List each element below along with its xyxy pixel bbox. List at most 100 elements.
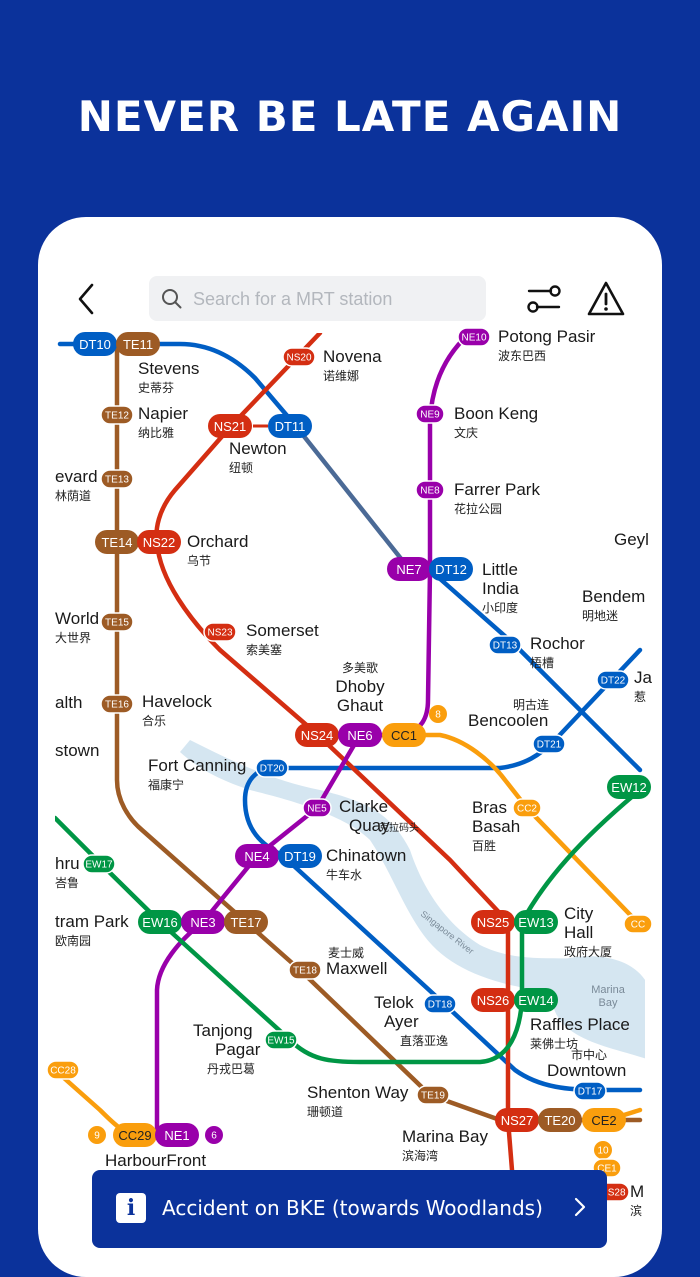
station-badge-code: CE2 [591, 1113, 616, 1128]
station-badge-te13[interactable]: TE13 [100, 469, 134, 489]
station-badge-ew17[interactable]: EW17 [82, 854, 116, 874]
station-badge-9[interactable]: 9 [88, 1126, 106, 1144]
station-badge-te16[interactable]: TE16 [100, 694, 134, 714]
station-badge-cc29[interactable]: CC29 [113, 1123, 157, 1147]
station-badge-ce2[interactable]: CE2 [582, 1108, 626, 1132]
station-badge-te14[interactable]: TE14 [95, 530, 139, 554]
station-badge-ns21[interactable]: NS21 [208, 414, 252, 438]
station-badge-ne7[interactable]: NE7 [387, 557, 431, 581]
station-badge-cc28[interactable]: CC28 [46, 1060, 80, 1080]
station-label[interactable]: Ja惹 [634, 668, 653, 704]
station-badge-ns24[interactable]: NS24 [295, 723, 339, 747]
station-badge-dt22[interactable]: DT22 [596, 670, 630, 690]
station-badge-te17[interactable]: TE17 [224, 910, 268, 934]
station-badge-ne9[interactable]: NE9 [415, 404, 445, 424]
station-badge-ns23[interactable]: NS23 [203, 622, 237, 642]
station-badge-dt21[interactable]: DT21 [532, 734, 566, 754]
station-badge-dt11[interactable]: DT11 [268, 414, 312, 438]
station-name-zh: 乌节 [187, 553, 211, 568]
station-badge-ne6[interactable]: NE6 [338, 723, 382, 747]
station-badge-te20[interactable]: TE20 [538, 1108, 582, 1132]
station-badge-cc2[interactable]: CC2 [512, 798, 542, 818]
station-badge-te19[interactable]: TE19 [416, 1085, 450, 1105]
station-badge-cc[interactable]: CC [623, 914, 653, 934]
station-label[interactable]: HarbourFront [105, 1151, 206, 1170]
station-badge-te15[interactable]: TE15 [100, 612, 134, 632]
station-badge-ne5[interactable]: NE5 [302, 798, 332, 818]
station-label[interactable]: alth [55, 693, 82, 712]
station-badge-dt10[interactable]: DT10 [73, 332, 117, 356]
station-badge-dt19[interactable]: DT19 [278, 844, 322, 868]
station-badge-dt18[interactable]: DT18 [423, 994, 457, 1014]
incident-banner[interactable]: i Accident on BKE (towards Woodlands) [92, 1170, 607, 1248]
station-badge-ne8[interactable]: NE8 [415, 480, 445, 500]
back-button[interactable] [68, 279, 104, 319]
station-badge-ne10[interactable]: NE10 [457, 327, 491, 347]
search-box[interactable] [149, 276, 486, 323]
station-badge-ne4[interactable]: NE4 [235, 844, 279, 868]
station-badge-ew14[interactable]: EW14 [514, 988, 558, 1012]
station-badge-code: CE1 [597, 1164, 617, 1175]
station-badge-ew15[interactable]: EW15 [264, 1030, 298, 1050]
station-badge-ns27[interactable]: NS27 [495, 1108, 539, 1132]
station-badge-dt13[interactable]: DT13 [488, 635, 522, 655]
route-filter-button[interactable] [524, 279, 564, 319]
station-badge-ne1[interactable]: NE1 [155, 1123, 199, 1147]
station-badge-te12[interactable]: TE12 [100, 405, 134, 425]
station-badge-ns25[interactable]: NS25 [471, 910, 515, 934]
station-badge-te18[interactable]: TE18 [288, 960, 322, 980]
station-badge-ew16[interactable]: EW16 [138, 910, 182, 934]
search-input[interactable] [191, 276, 480, 323]
station-label[interactable]: Geyl [614, 530, 649, 549]
station-badge-dt17[interactable]: DT17 [573, 1081, 607, 1101]
station-label[interactable]: stown [55, 741, 99, 760]
station-badge-ew12[interactable]: EW12 [607, 775, 651, 799]
station-badge-10[interactable]: 10 [594, 1141, 612, 1159]
station-badge-6[interactable]: 6 [205, 1126, 223, 1144]
station-label[interactable]: M滨 [630, 1182, 644, 1218]
station-badge-ns20[interactable]: NS20 [282, 347, 316, 367]
station-badge-ne3[interactable]: NE3 [181, 910, 225, 934]
station-badge-ns22[interactable]: NS22 [137, 530, 181, 554]
station-badge-dt12[interactable]: DT12 [429, 557, 473, 581]
station-badge-dt20[interactable]: DT20 [255, 758, 289, 778]
station-badge-ns26[interactable]: NS26 [471, 988, 515, 1012]
station-badge-cc1[interactable]: CC1 [382, 723, 426, 747]
station-badge-ew13[interactable]: EW13 [514, 910, 558, 934]
alert-button[interactable] [586, 279, 626, 319]
station-badge-te11[interactable]: TE11 [116, 332, 160, 356]
station-badge-8[interactable]: 8 [429, 705, 447, 723]
